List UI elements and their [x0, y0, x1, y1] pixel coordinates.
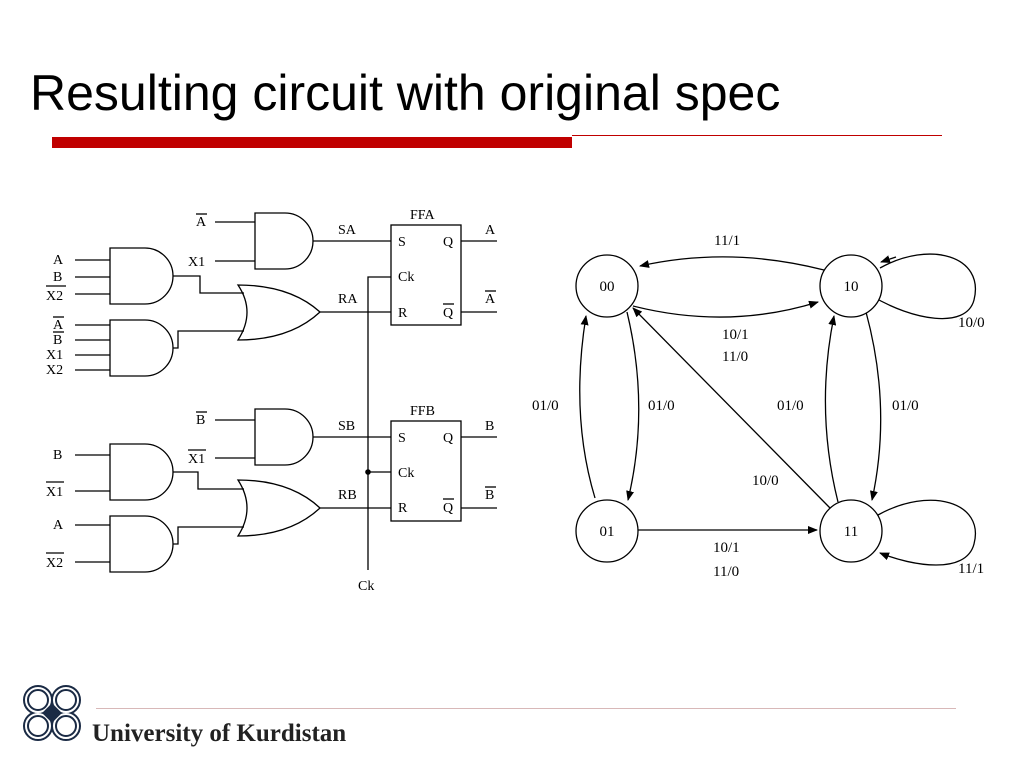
signal-rb: RB [338, 488, 357, 503]
title-underline-accent [52, 137, 572, 148]
state-node-00 [575, 254, 639, 318]
edge-00-to-01 [626, 311, 640, 501]
sa-input-x1: X1 [188, 255, 205, 270]
state-11-label: 11 [844, 524, 858, 540]
ffa-label: FFA [410, 208, 436, 223]
or-gate-b [173, 471, 321, 545]
edge-11-to-00 [632, 307, 831, 509]
signal-sa: SA [338, 223, 357, 238]
signal-ra: RA [338, 292, 358, 307]
sb-input-bbar: B [196, 413, 205, 428]
footer-university-name: University of Kurdistan [92, 720, 347, 747]
clock-line: Ck [358, 276, 391, 594]
title-underline-thin [572, 135, 942, 136]
label-00-to-01: 01/0 [648, 398, 675, 414]
and1-input-b: B [53, 270, 62, 285]
sa-input-abar: A [196, 215, 207, 230]
label-10-to-11: 01/0 [892, 398, 919, 414]
edge-10-to-00 [639, 256, 825, 271]
state-node-11 [819, 499, 883, 563]
and2-input-abar: A [53, 318, 64, 333]
and3-input-b: B [53, 448, 62, 463]
signal-sb: SB [338, 419, 355, 434]
and-gate-sa: A X1 SA RA [188, 212, 391, 313]
or-gate-a [173, 275, 321, 349]
and2-input-bbar: B [53, 333, 62, 348]
and4-input-x2bar: X2 [46, 556, 63, 571]
state-10-label: 10 [844, 279, 859, 295]
label-00-to-10-a: 10/1 [722, 327, 749, 343]
slide-title: Resulting circuit with original spec [30, 65, 781, 121]
sb-input-x1bar: X1 [188, 452, 205, 467]
flip-flop-b: FFB S Q Ck R Q B B [390, 404, 497, 522]
ffa-r-pin: R [398, 306, 408, 321]
ffb-s-pin: S [398, 431, 406, 446]
loop-11 [877, 499, 977, 566]
label-loop-11: 11/1 [958, 561, 984, 577]
and4-input-a: A [53, 518, 64, 533]
and-gate-sb: B X1 SB RB [188, 408, 391, 509]
label-01-to-11-b: 11/0 [713, 564, 739, 580]
label-01-to-11-a: 10/1 [713, 540, 740, 556]
knot-logo-icon [23, 685, 81, 741]
label-00-to-10-b: 11/0 [722, 349, 748, 365]
label-10-to-00: 11/1 [714, 233, 740, 249]
ffb-output-bbar: B [485, 488, 494, 503]
circuit-and-state-diagram: A B X2 A B X1 X2 [46, 208, 985, 594]
clock-label: Ck [358, 579, 374, 594]
state-node-10 [819, 254, 883, 318]
ffa-q-pin: Q [443, 235, 453, 250]
and1-input-x2bar: X2 [46, 289, 63, 304]
flip-flop-a: FFA S Q Ck R Q A A [390, 208, 497, 326]
and-gate-1: A B X2 [46, 247, 174, 305]
state-01-label: 01 [600, 524, 615, 540]
edge-01-to-00 [579, 315, 596, 499]
edge-00-to-10 [632, 300, 819, 318]
and2-input-x2: X2 [46, 363, 63, 378]
ffb-output-b: B [485, 419, 494, 434]
label-01-to-00: 01/0 [532, 398, 559, 414]
label-11-to-10: 01/0 [777, 398, 804, 414]
ffb-q-pin: Q [443, 431, 453, 446]
ffb-ck-pin: Ck [398, 466, 414, 481]
label-loop-10: 10/0 [958, 315, 985, 331]
edge-10-to-11 [865, 311, 882, 501]
and-gate-3: B X1 [46, 443, 174, 501]
and1-input-a: A [53, 253, 64, 268]
state-diagram: 00 10 01 11 11/1 10/1 11/0 10/0 01/0 01/… [532, 233, 985, 580]
ffb-label: FFB [410, 404, 435, 419]
ffb-qbar-pin: Q [443, 501, 453, 516]
and2-input-x1: X1 [46, 348, 63, 363]
and-gate-2: A B X1 X2 [46, 316, 174, 378]
footer-divider [96, 708, 956, 709]
edge-11-to-10 [824, 315, 839, 503]
ffa-output-a: A [485, 223, 496, 238]
and-gate-4: A X2 [46, 515, 174, 573]
label-11-to-00: 10/0 [752, 473, 779, 489]
ffb-r-pin: R [398, 501, 408, 516]
and3-input-x1bar: X1 [46, 485, 63, 500]
ffa-output-abar: A [485, 292, 496, 307]
ffa-s-pin: S [398, 235, 406, 250]
state-00-label: 00 [600, 279, 615, 295]
ffa-qbar-pin: Q [443, 306, 453, 321]
loop-10 [871, 253, 977, 320]
logic-circuit: A B X2 A B X1 X2 [46, 208, 497, 594]
ffa-ck-pin: Ck [398, 270, 414, 285]
state-node-01 [575, 499, 639, 563]
